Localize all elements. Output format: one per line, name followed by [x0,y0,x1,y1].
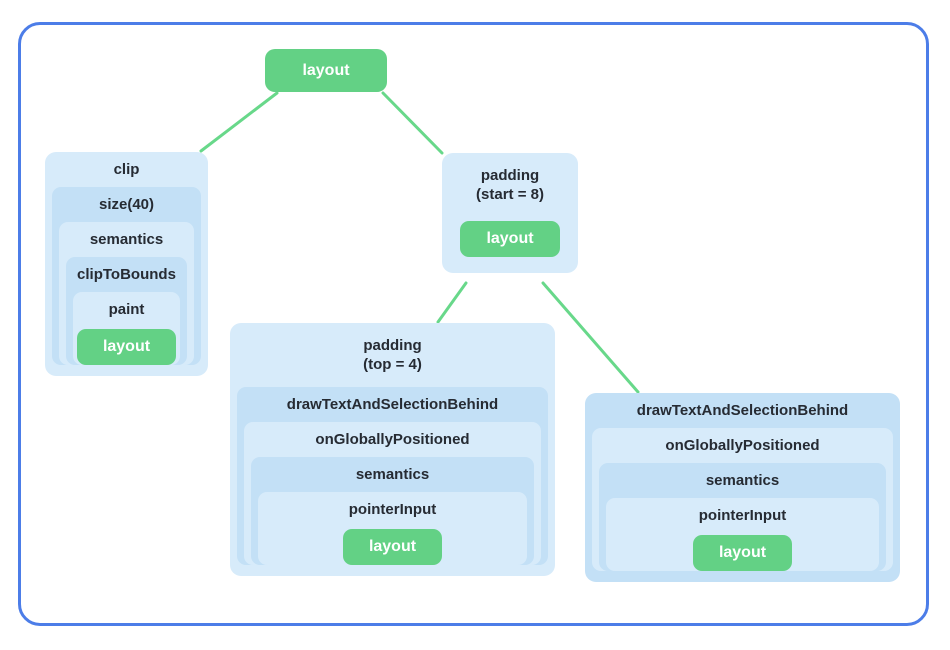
node-paint: paint layout [73,292,180,365]
node-label-clip-to-bounds: clipToBounds [77,266,176,283]
node-label-pointer-input: pointerInput [348,501,437,518]
layout-node-chip: layout [76,329,177,365]
node-label-semantics: semantics [705,472,780,489]
connector-line [199,91,279,153]
layout-node-chip: layout [460,221,560,257]
node-label-semantics: semantics [355,466,430,483]
node-label-padding-start-8: padding (start = 8) [476,167,544,203]
layout-node-chip: layout [342,529,443,565]
node-label-padding-top-4: padding (top = 4) [363,337,422,373]
node-label-semantics: semantics [89,231,164,248]
diagram-frame [18,22,929,626]
node-padding-top-4: padding (top = 4) drawTextAndSelectionBe… [230,323,555,576]
node-draw-text-and-selection-behind: drawTextAndSelectionBehind onGloballyPos… [237,387,548,565]
node-label-draw-text: drawTextAndSelectionBehind [286,396,499,413]
node-label-paint: paint [108,301,145,318]
node-on-globally-positioned: onGloballyPositioned semantics pointerIn… [244,422,541,565]
connector-line [541,281,640,394]
node-label-size-40: size(40) [98,196,155,213]
node-padding-start-8: padding (start = 8) layout [442,153,578,273]
node-pointer-input: pointerInput layout [606,498,879,571]
node-label-clip: clip [113,161,140,178]
node-clip-to-bounds: clipToBounds paint layout [66,257,187,365]
node-label-pointer-input: pointerInput [698,507,787,524]
node-on-globally-positioned: onGloballyPositioned semantics pointerIn… [592,428,893,571]
connector-line [381,91,444,155]
node-semantics: semantics pointerInput layout [251,457,534,565]
node-size-40: size(40) semantics clipToBounds paint la… [52,187,201,365]
node-semantics: semantics pointerInput layout [599,463,886,571]
node-draw-text-and-selection-behind-root: drawTextAndSelectionBehind onGloballyPos… [585,393,900,582]
layout-node-chip: layout [692,535,793,571]
node-clip: clip size(40) semantics clipToBounds pai… [45,152,208,376]
node-pointer-input: pointerInput layout [258,492,527,565]
node-semantics: semantics clipToBounds paint layout [59,222,194,365]
node-layout-root: layout [265,49,387,92]
node-label-on-globally-positioned: onGloballyPositioned [315,431,470,448]
node-label-draw-text: drawTextAndSelectionBehind [636,402,849,419]
node-label-on-globally-positioned: onGloballyPositioned [665,437,820,454]
connector-line [436,281,468,324]
